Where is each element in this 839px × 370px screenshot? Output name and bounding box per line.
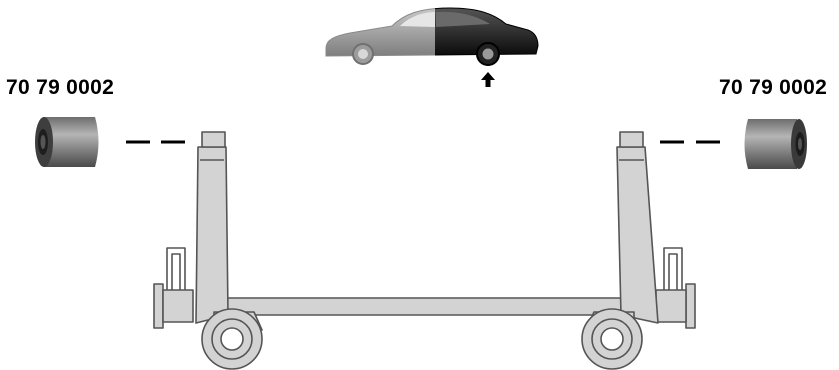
car-side-icon	[326, 8, 538, 65]
rear-axle-icon	[154, 132, 695, 369]
bushing-icon-left	[35, 117, 99, 167]
bushing-icon-right	[745, 119, 808, 169]
arrow-up-icon	[481, 72, 495, 87]
axle-crossbeam	[218, 298, 622, 315]
axle-arm-left	[154, 132, 262, 369]
axle-arm-right	[582, 132, 695, 369]
